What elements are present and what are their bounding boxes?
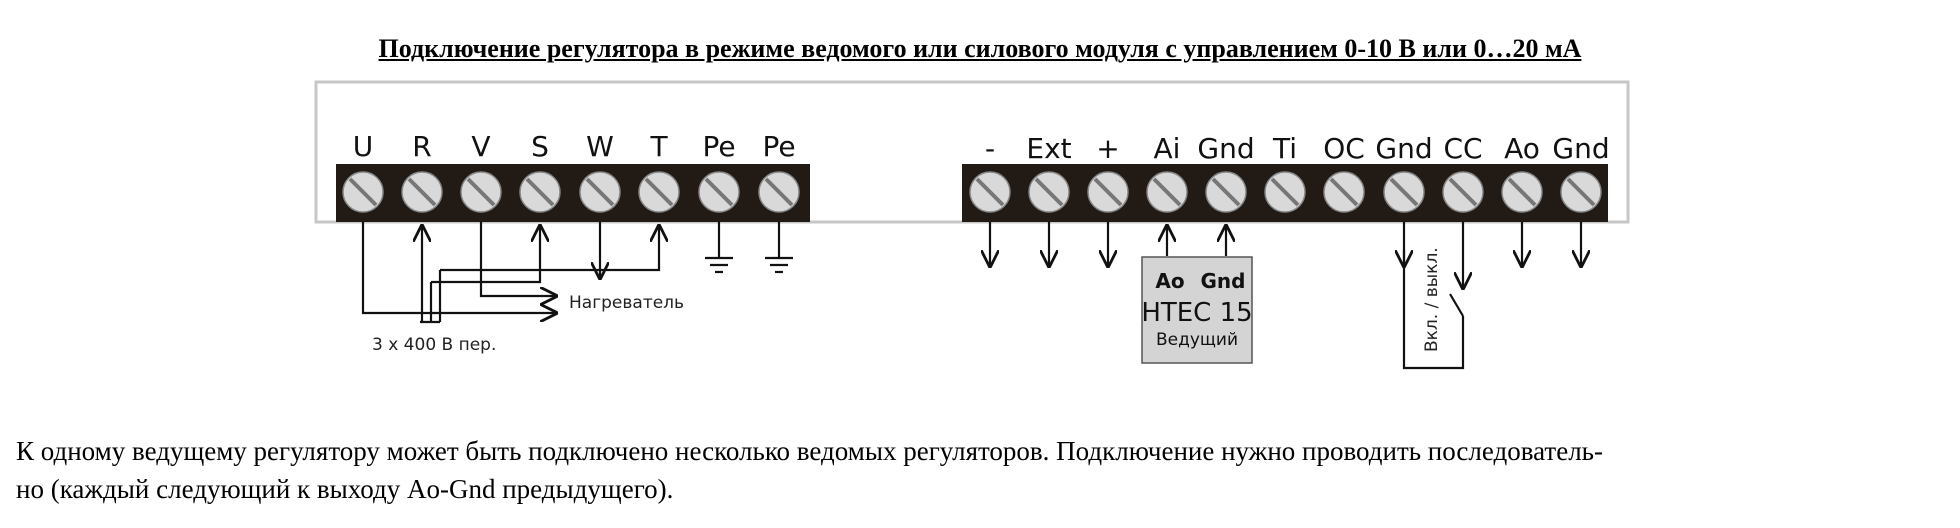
screw-icon <box>638 171 680 213</box>
switch-loop <box>1402 250 1465 370</box>
terminal-label-pe-2: Pe <box>762 130 795 163</box>
screw-icon <box>342 171 384 213</box>
terminal-label-ao: Ao <box>1504 132 1540 165</box>
master-pin-ao: Ao <box>1155 269 1184 293</box>
power-wiring <box>361 222 659 324</box>
description-line-1: К одному ведущему регулятору может быть … <box>16 436 1603 466</box>
screw-icon <box>1501 171 1543 213</box>
screw-icon <box>698 171 740 213</box>
supply-wire-s <box>431 226 540 284</box>
terminal-label-ai: Ai <box>1154 132 1181 165</box>
master-role: Ведущий <box>1156 330 1238 350</box>
supply-label: 3 х 400 В пер. <box>372 335 496 355</box>
screw-icon <box>1087 171 1129 213</box>
terminal-label-s: S <box>531 130 549 163</box>
screw-icon <box>1146 171 1188 213</box>
control-screws <box>969 171 1602 213</box>
terminal-label-gnd-3: Gnd <box>1552 132 1609 165</box>
screw-icon <box>1323 171 1365 213</box>
heater-wire-v <box>479 222 556 296</box>
screw-icon <box>969 171 1011 213</box>
screw-icon <box>1383 171 1425 213</box>
terminal-label-t: T <box>649 130 668 163</box>
terminal-label-v: V <box>471 130 490 163</box>
screw-icon <box>519 171 561 213</box>
terminal-label-w: W <box>586 130 614 163</box>
terminal-label-ti: Ti <box>1272 132 1297 165</box>
terminal-label-gnd-2: Gnd <box>1375 132 1432 165</box>
master-pin-gnd: Gnd <box>1201 269 1246 293</box>
screw-icon <box>579 171 621 213</box>
description-line-2: но (каждый следующий к выходу Ao-Gnd пре… <box>16 474 674 504</box>
terminal-label-pe-1: Pe <box>702 130 735 163</box>
terminal-label-oc: OC <box>1323 132 1365 165</box>
screw-icon <box>1560 171 1602 213</box>
screw-icon <box>1442 171 1484 213</box>
terminal-label-ext: Ext <box>1026 132 1071 165</box>
terminal-label-r: R <box>412 130 431 163</box>
master-controller-box <box>1141 256 1253 364</box>
heater-label: Нагреватель <box>569 293 684 313</box>
description: К одному ведущему регулятору может быть … <box>16 432 1946 508</box>
ground-icon <box>765 222 793 274</box>
terminal-label-gnd-1: Gnd <box>1197 132 1254 165</box>
control-wiring <box>990 222 1581 370</box>
terminal-label-cc: CC <box>1443 132 1482 165</box>
ground-icon <box>705 222 733 274</box>
switch-label: Вкл. / выкл. <box>1422 247 1442 352</box>
screw-icon <box>460 171 502 213</box>
terminal-label-minus: - <box>985 132 995 165</box>
terminal-label-plus: + <box>1096 132 1119 165</box>
screw-icon <box>1205 171 1247 213</box>
screw-icon <box>1028 171 1070 213</box>
terminal-label-u: U <box>353 130 374 163</box>
master-model: HTEC 15 <box>1141 298 1252 328</box>
power-screws <box>342 171 800 213</box>
page-title: Подключение регулятора в режиме ведомого… <box>378 34 1582 63</box>
screw-icon <box>758 171 800 213</box>
wiring-diagram: U R V S W T Pe Pe - Ext + Ai Gnd Ti OC G… <box>314 80 1630 370</box>
screw-icon <box>401 171 443 213</box>
supply-wire-t <box>440 226 659 272</box>
screw-icon <box>1264 171 1306 213</box>
supply-wire-u <box>361 222 420 315</box>
switch-contact <box>1449 293 1464 317</box>
